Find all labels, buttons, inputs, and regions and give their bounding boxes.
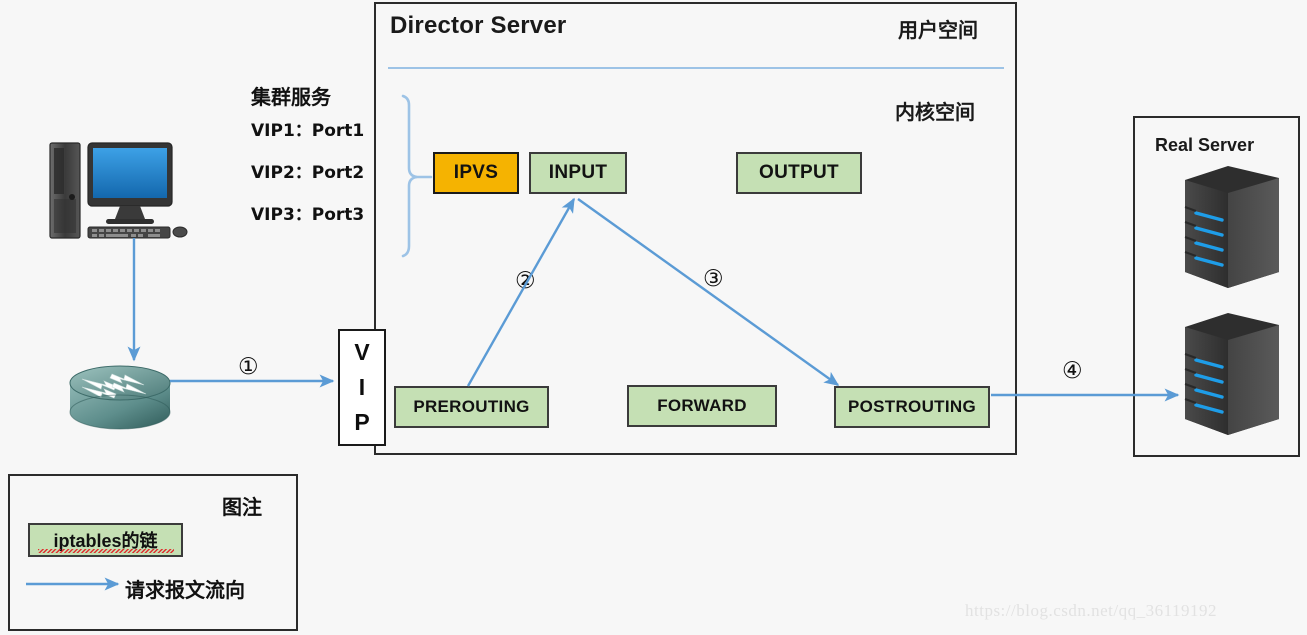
step-number-2: ② (515, 268, 536, 294)
step-number-1: ① (238, 354, 259, 380)
user-kernel-space-divider (388, 67, 1004, 69)
cluster-service-text: 集群服务 VIP1：Port1 VIP2：Port2 VIP3：Port3 (251, 84, 401, 236)
kernel-space-label: 内核空间 (895, 102, 975, 124)
cluster-service-heading: 集群服务 (251, 85, 331, 109)
real-server-title: Real Server (1155, 135, 1255, 155)
vip-letter-i: I (358, 374, 366, 400)
step-number-3: ③ (703, 266, 724, 292)
vip-letter-p: P (354, 409, 370, 435)
spellcheck-squiggle-underline (38, 549, 174, 553)
chain-box-input[interactable]: INPUT (529, 152, 627, 194)
chain-box-output[interactable]: OUTPUT (736, 152, 862, 194)
watermark-url: https://blog.csdn.net/qq_36119192 (965, 601, 1217, 620)
cluster-service-entry-2: VIP2：Port2 (251, 163, 365, 183)
router-icon (69, 365, 171, 430)
vip-letter-v: V (354, 339, 370, 365)
chain-box-forward[interactable]: FORWARD (627, 385, 777, 427)
cluster-service-entry-1: VIP1：Port1 (251, 121, 365, 141)
client-computer-icon (49, 142, 188, 239)
real-server-box (1133, 116, 1300, 457)
legend-chain-label: iptables的链 (53, 531, 158, 551)
director-server-title: Director Server (390, 12, 567, 39)
chain-box-postrouting[interactable]: POSTROUTING (834, 386, 990, 428)
legend-title: 图注 (222, 497, 262, 519)
step-number-4: ④ (1062, 358, 1083, 384)
chain-box-prerouting[interactable]: PREROUTING (394, 386, 549, 428)
vip-interface-box[interactable]: V I P (338, 329, 386, 446)
legend-flow-label: 请求报文流向 (125, 580, 245, 602)
cluster-service-entry-3: VIP3：Port3 (251, 205, 365, 225)
user-space-label: 用户空间 (898, 20, 978, 42)
legend-chain-swatch: iptables的链 (28, 523, 183, 557)
chain-box-ipvs[interactable]: IPVS (433, 152, 519, 194)
